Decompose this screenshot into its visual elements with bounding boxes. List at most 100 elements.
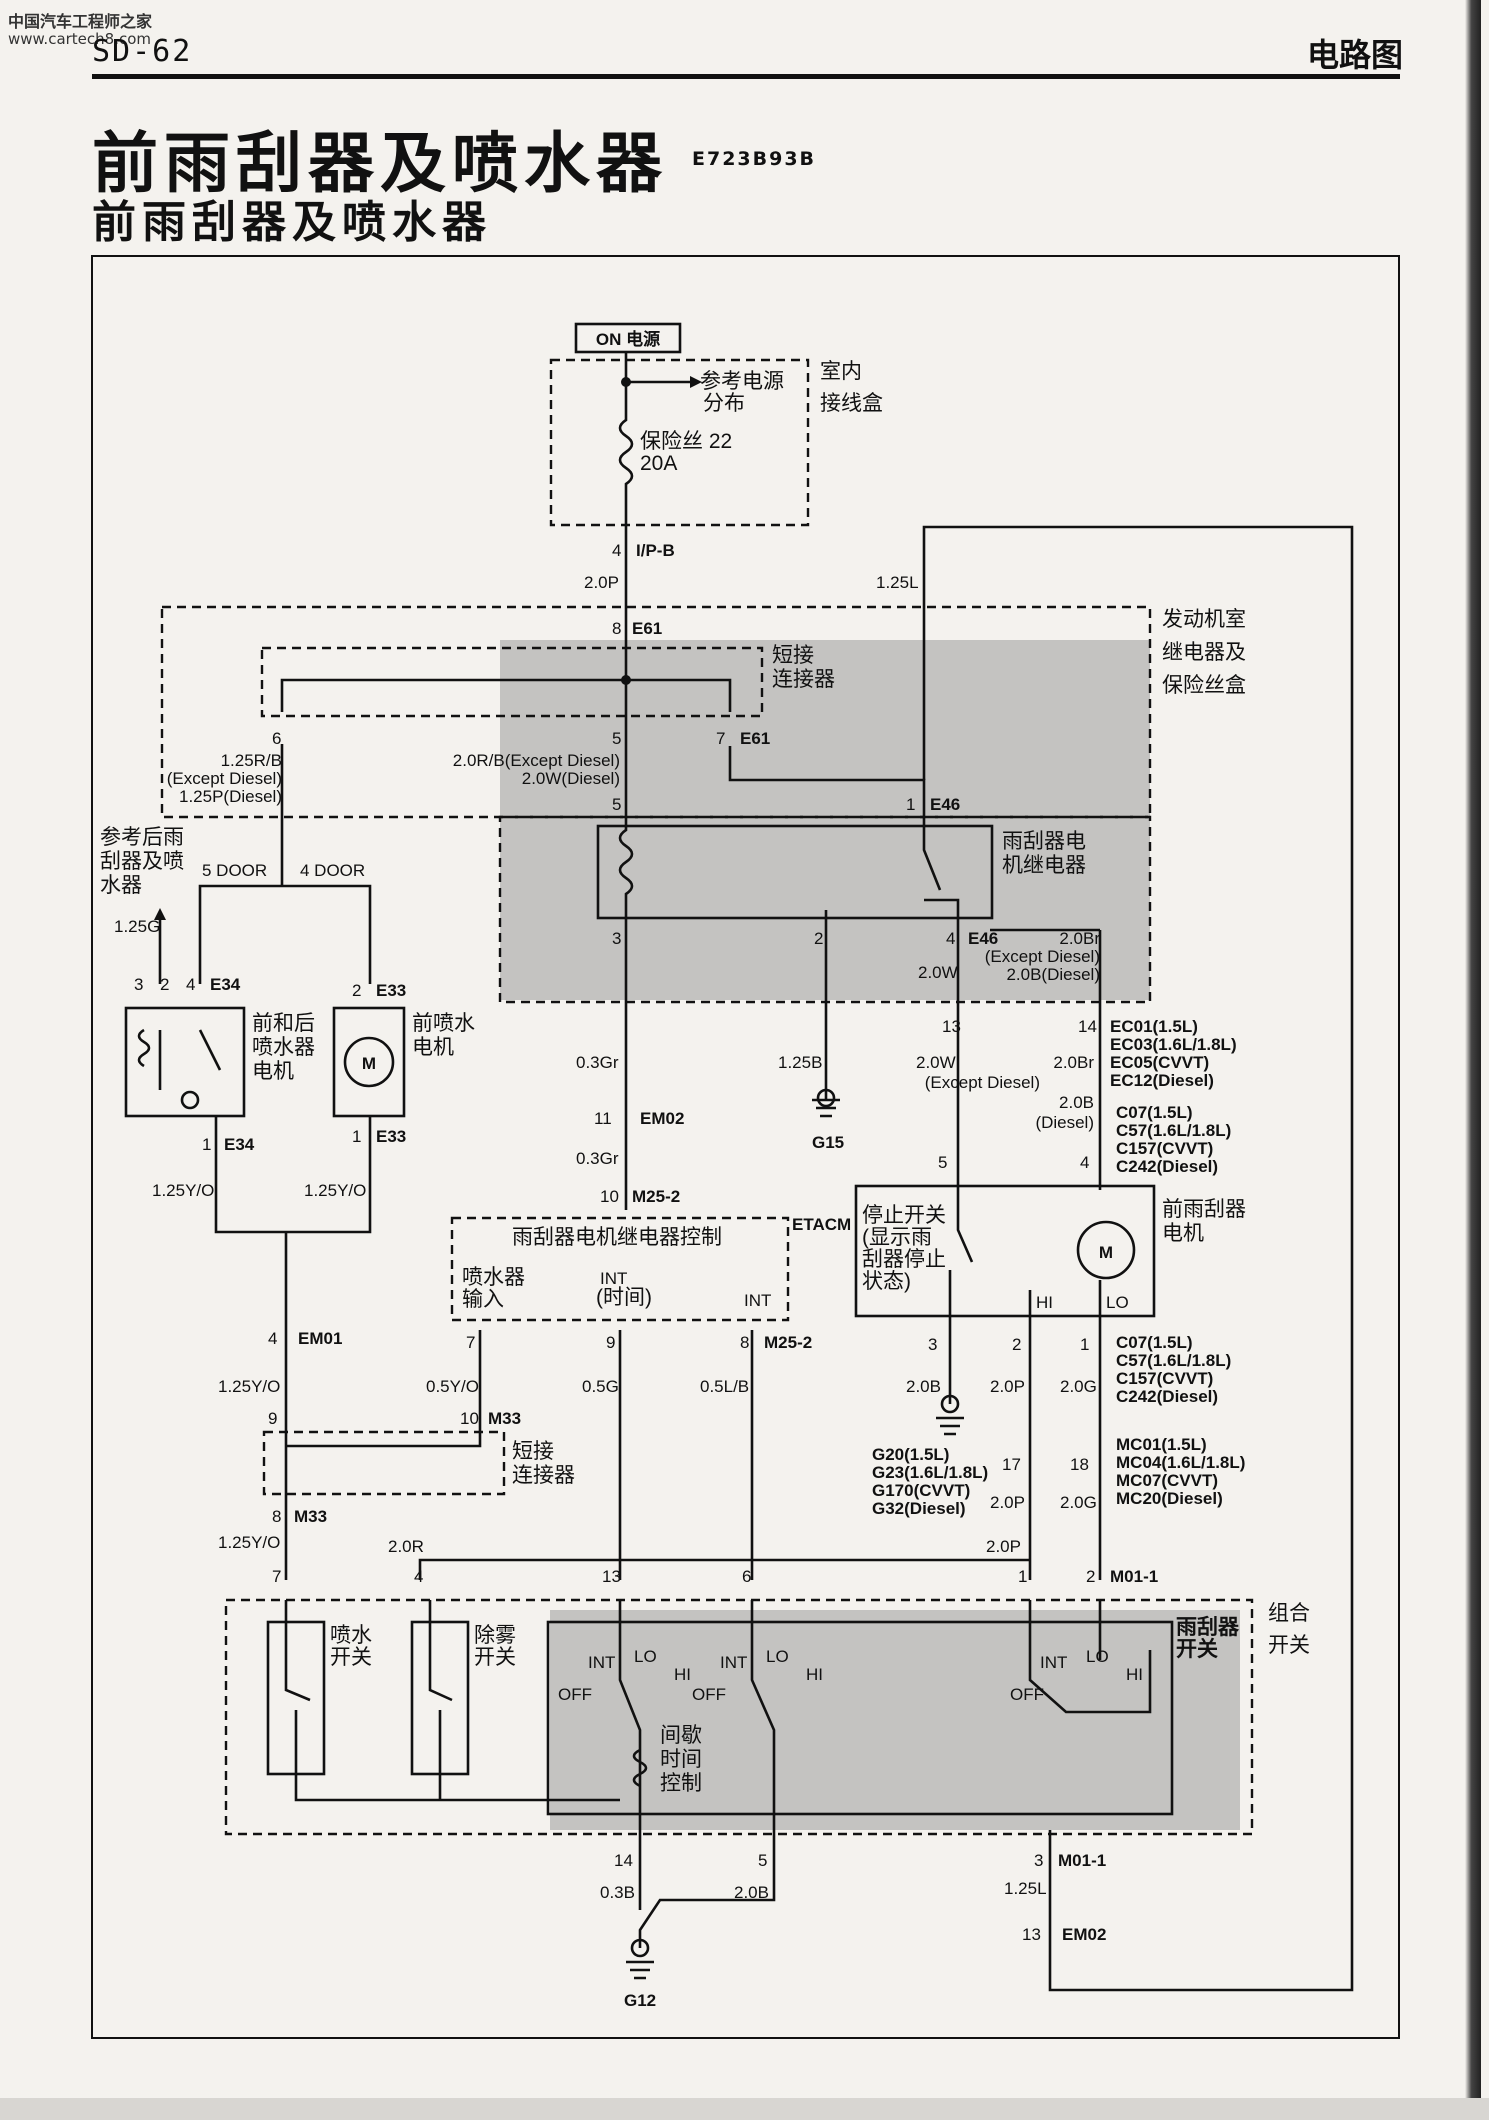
- motor-hi: HI: [1036, 1293, 1053, 1312]
- pin: 18: [1070, 1455, 1089, 1474]
- conn-mc-4: MC20(Diesel): [1116, 1489, 1223, 1508]
- wire-label: 2.0P: [990, 1493, 1025, 1512]
- motor-lo: LO: [1106, 1293, 1129, 1312]
- wire-label: 2.0P: [990, 1377, 1025, 1396]
- wire-label: (Diesel): [1035, 1113, 1094, 1132]
- pin: 4: [1080, 1153, 1089, 1172]
- page-title: 前雨刮器及喷水器: [92, 125, 668, 202]
- wire-to-motor: [956, 928, 1102, 1190]
- wiper-motor-label-2: 电机: [1162, 1222, 1204, 1245]
- conn-ec-3: EC05(CVVT): [1110, 1053, 1209, 1072]
- conn-g-1: G20(1.5L): [872, 1445, 949, 1464]
- pin: 2: [1012, 1335, 1021, 1354]
- defog-switch-label-2: 开关: [474, 1646, 516, 1669]
- etacm-int-2: INT: [744, 1291, 771, 1310]
- conn-em01: EM01: [298, 1329, 342, 1348]
- scan-bottom: [0, 2098, 1489, 2120]
- wire-label: 2.0B(Diesel): [1006, 965, 1100, 984]
- pin: 7: [466, 1333, 475, 1352]
- etacm-box: [450, 1216, 790, 1322]
- washer-motor-label-1: 前和后: [252, 1012, 315, 1035]
- sw3-int: INT: [1040, 1653, 1067, 1672]
- conn-c-1: C07(1.5L): [1116, 1103, 1193, 1122]
- pin: 3: [928, 1335, 937, 1354]
- defog-switch-contact: [428, 1600, 453, 1800]
- conn-cb-1: C07(1.5L): [1116, 1333, 1193, 1352]
- conn-c-4: C242(Diesel): [1116, 1157, 1218, 1176]
- rear-ref-3: 水器: [100, 874, 142, 897]
- wire-label: 2.0W: [916, 1053, 956, 1072]
- relay-box-label-3: 保险丝盒: [1162, 674, 1246, 697]
- wire-label-faint: 1.25G: [114, 917, 160, 936]
- wire-to-g12: [638, 1880, 776, 1948]
- junction-box-label-2: 接线盒: [820, 392, 883, 415]
- relay-label-1: 雨刮器电: [1002, 830, 1086, 853]
- page-subtitle: 前雨刮器及喷水器: [92, 197, 492, 248]
- pin: 9: [268, 1409, 277, 1428]
- washer-switch-contact: [284, 1600, 620, 1802]
- conn-mc-2: MC04(1.6L/1.8L): [1116, 1453, 1245, 1472]
- interval-label-3: 控制: [660, 1772, 702, 1795]
- relay-coil: [618, 730, 634, 1210]
- combination-switch-box: [224, 1598, 1254, 1836]
- relay-box-label-1: 发动机室: [1162, 608, 1246, 631]
- wire-125l-loop: [922, 525, 1354, 1992]
- watermark-url: www.cartech8.com: [8, 30, 152, 48]
- etacm-title: 雨刮器电机继电器控制: [512, 1226, 722, 1249]
- pin: 2: [814, 929, 823, 948]
- pin: 5: [612, 795, 621, 814]
- g12-ground-symbol: [626, 1960, 654, 1980]
- motor-internal-wires: [948, 1180, 1102, 1346]
- m33-bus: [284, 1340, 482, 1580]
- washer-switch-label-1: 喷水: [330, 1624, 372, 1647]
- etacm-washer-in-1: 喷水器: [462, 1266, 525, 1289]
- wire-label: 2.0B: [906, 1377, 941, 1396]
- sw3-off: OFF: [1010, 1685, 1044, 1704]
- pin: 10: [460, 1409, 479, 1428]
- wire-label: 2.0G: [1060, 1377, 1097, 1396]
- front-washer-motor-symbol: [343, 1036, 395, 1088]
- diagram-code: E723B93B: [692, 148, 817, 170]
- conn-mc-1: MC01(1.5L): [1116, 1435, 1207, 1454]
- pin: 13: [602, 1567, 621, 1586]
- m33-joint-label-2: 连接器: [512, 1464, 575, 1487]
- wiper-switch-shading: [550, 1610, 1240, 1830]
- wire-label: 2.0P: [584, 573, 619, 592]
- pin: 17: [1002, 1455, 1021, 1474]
- wire-label: 0.3Gr: [576, 1149, 619, 1168]
- stop-switch-label-3: 刮器停止: [862, 1248, 946, 1271]
- node: [621, 377, 631, 387]
- conn-e61-b: E61: [740, 729, 770, 748]
- wire-label: 0.3Gr: [576, 1053, 619, 1072]
- wire-label: (Except Diesel): [167, 769, 282, 788]
- conn-ipb: I/P-B: [636, 541, 675, 560]
- wire-label: 0.5L/B: [700, 1377, 749, 1396]
- diagram-frame: [91, 255, 1400, 2039]
- interval-label-2: 时间: [660, 1748, 702, 1771]
- wire-label: 2.0W: [918, 963, 958, 982]
- wire-label: 0.5Y/O: [426, 1377, 479, 1396]
- stop-switch-label-1: 停止开关: [862, 1204, 946, 1227]
- pin: 4: [414, 1567, 423, 1586]
- joint-label-1: 短接: [772, 644, 814, 667]
- conn-g15: G15: [812, 1133, 844, 1152]
- conn-cb-4: C242(Diesel): [1116, 1387, 1218, 1406]
- junction-box-label-1: 室内: [820, 360, 862, 383]
- joint-connector-box: [260, 646, 764, 718]
- pin: 14: [1078, 1017, 1097, 1036]
- power-ref-label-1: 参考电源: [700, 370, 784, 393]
- ground-ring: [816, 1088, 836, 1108]
- conn-ec-4: EC12(Diesel): [1110, 1071, 1214, 1090]
- pin: 1: [1080, 1335, 1089, 1354]
- combo-label-2: 开关: [1268, 1634, 1310, 1657]
- pin: 8: [740, 1333, 749, 1352]
- conn-m33-b: M33: [294, 1507, 327, 1526]
- pin: 14: [614, 1851, 633, 1870]
- conn-g-4: G32(Diesel): [872, 1499, 966, 1518]
- conn-m252-b: M25-2: [764, 1333, 812, 1352]
- pin: 1: [202, 1135, 211, 1154]
- wire-label: 1.25L: [1004, 1879, 1047, 1898]
- pin: 2: [352, 981, 361, 1000]
- pin: 3: [134, 975, 143, 994]
- wire-label: 1.25P(Diesel): [179, 787, 282, 806]
